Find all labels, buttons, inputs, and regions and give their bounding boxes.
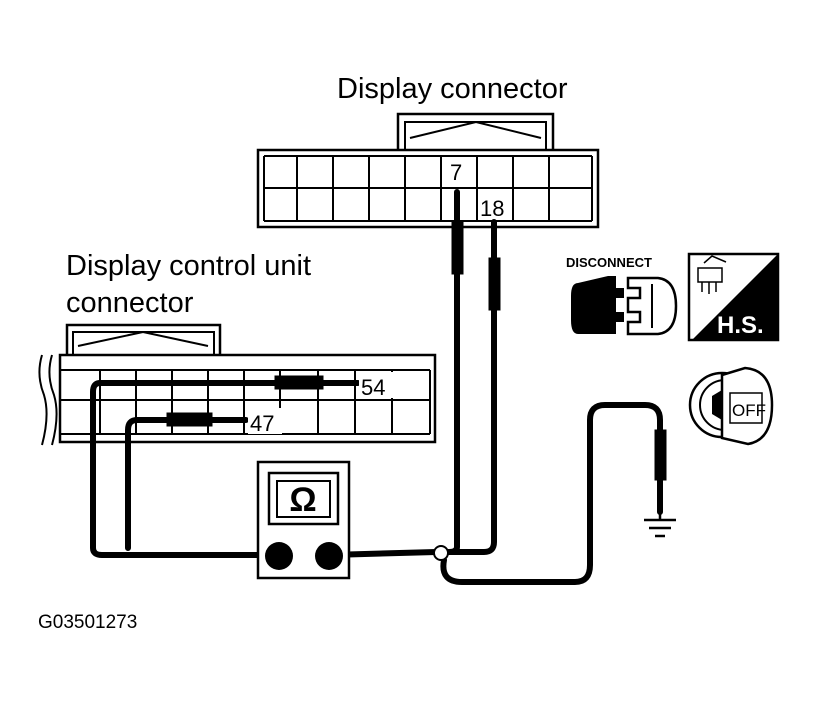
control-unit-title-line1: Display control unit <box>66 250 311 282</box>
pin-7-label: 7 <box>450 160 462 185</box>
display-connector <box>256 112 600 229</box>
control-unit-title-line2: connector <box>66 287 194 319</box>
disconnect-icon <box>571 276 678 336</box>
disconnect-label: DISCONNECT <box>566 255 652 270</box>
pin-54-label: 54 <box>361 375 385 400</box>
ohm-symbol: Ω <box>289 481 316 519</box>
probe-wires <box>90 189 663 585</box>
hs-label: H.S. <box>717 312 764 339</box>
off-label: OFF <box>732 401 766 420</box>
junction-node <box>433 545 449 561</box>
probe-bodies <box>166 221 667 481</box>
hs-icon <box>687 252 780 342</box>
display-connector-title: Display connector <box>337 73 568 105</box>
pin-47-label: 47 <box>250 411 274 436</box>
ohmmeter <box>256 460 351 580</box>
ground-symbol <box>644 510 676 538</box>
figure-code: G03501273 <box>38 612 137 633</box>
ignition-off-icon <box>688 366 774 446</box>
meter-terminal-right <box>315 542 343 570</box>
pin-18-label: 18 <box>480 196 504 221</box>
meter-terminal-left <box>265 542 293 570</box>
